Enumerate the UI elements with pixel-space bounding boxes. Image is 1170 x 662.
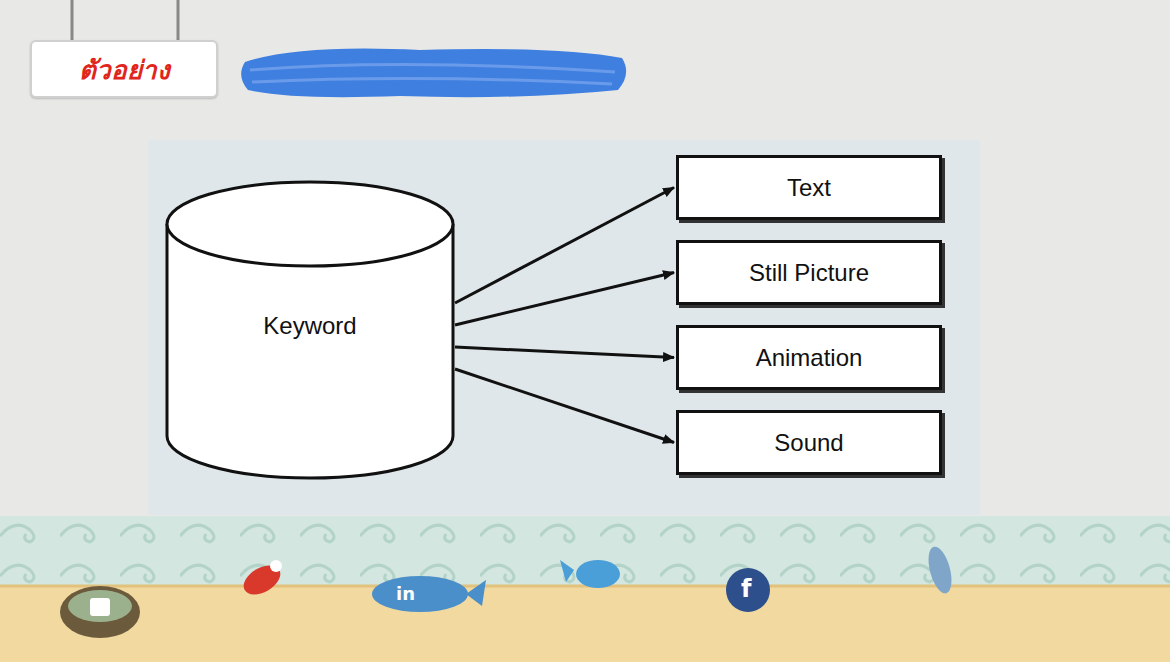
node-text: Sound [774,429,843,457]
linkedin-logo: in [396,583,415,604]
media-box: Text [676,155,942,220]
facebook-logo: f [741,575,751,603]
media-box: Animation [676,325,942,390]
node-text: Keyword [165,312,455,340]
title-text: ตัวอย่าง [79,49,170,90]
title-sign: ตัวอย่าง [30,40,218,98]
node-text: Still Picture [749,259,869,287]
media-box: Sound [676,410,942,475]
arrow-connector [455,369,674,443]
node-text: Text [787,174,831,202]
media-box: Still Picture [676,240,942,305]
arrow-connector [455,347,674,358]
arrow-connector [455,273,674,326]
arrow-connector [455,188,674,304]
database-cylinder: Keyword [165,180,455,480]
node-text: Animation [756,344,863,372]
